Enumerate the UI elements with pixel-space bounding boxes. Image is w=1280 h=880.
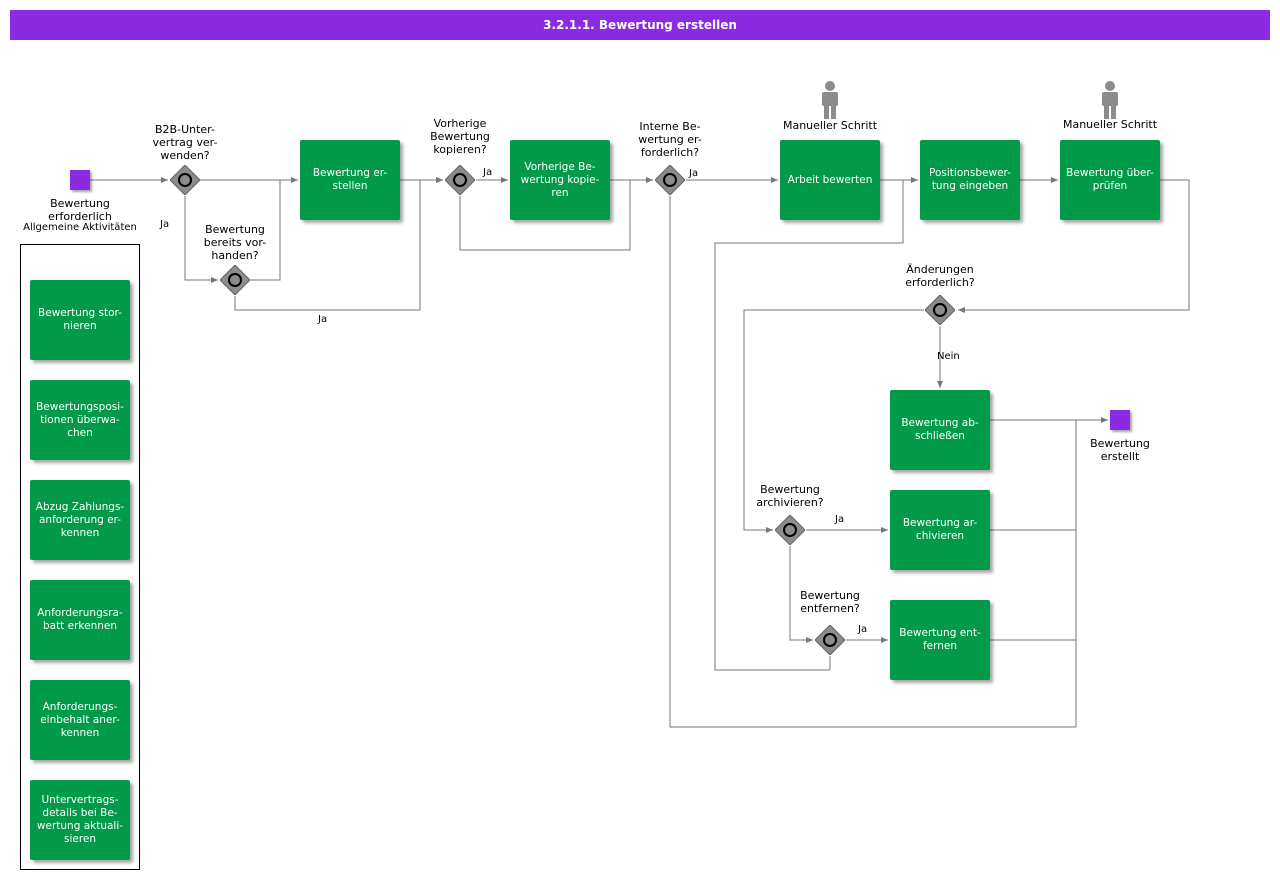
person-icon xyxy=(822,81,838,119)
end-event xyxy=(1110,410,1130,430)
gateway-bereits-label: Bewertung bereits vor-handen? xyxy=(203,223,267,262)
task-positionsbewertung-eingeben[interactable]: Positionsbewer-tung eingeben xyxy=(920,140,1020,220)
flow-kopieren-bypass xyxy=(459,180,631,251)
group-task[interactable]: Abzug Zahlungs-anforderung er-kennen xyxy=(30,480,130,560)
edge-label-ja-archivieren: Ja xyxy=(835,514,845,525)
gateway-bereits xyxy=(220,265,250,295)
gateway-kopieren-label: Vorherige Bewertung kopieren? xyxy=(430,117,490,156)
task-bewertung-erstellen[interactable]: Bewertung er-stellen xyxy=(300,140,400,220)
task-vorherige-bewertung-kopieren[interactable]: Vorherige Be-wertung kopie-ren xyxy=(510,140,610,220)
flow-archivieren-entfernen xyxy=(789,546,813,643)
edge-label-ja-kopieren: Ja xyxy=(483,167,493,178)
start-event xyxy=(70,170,90,190)
group-task[interactable]: Untervertrags-details bei Be-wertung akt… xyxy=(30,780,130,860)
edge-label-nein: Nein xyxy=(937,351,960,362)
group-task[interactable]: Anforderungsra-batt erkennen xyxy=(30,580,130,660)
group-label: Allgemeine Aktivitäten xyxy=(23,222,137,233)
gateway-archivieren-label: Bewertung archivieren? xyxy=(756,483,824,509)
gateway-intern xyxy=(655,165,685,195)
group-task[interactable]: Anforderungs-einbehalt aner-kennen xyxy=(30,680,130,760)
flow-b2b-bereits xyxy=(184,196,218,283)
edge-label-ja-entfernen: Ja xyxy=(858,624,868,635)
task-bewertung-ueberpruefen[interactable]: Bewertung über-prüfen xyxy=(1060,140,1160,220)
group-box xyxy=(20,244,140,870)
gateway-entfernen xyxy=(815,625,845,655)
diagram-title: 3.2.1.1. Bewertung erstellen xyxy=(10,10,1270,40)
flow-aenderungen-archivieren xyxy=(743,309,924,533)
edge-label-ja-intern: Ja xyxy=(689,168,699,179)
gateway-intern-label: Interne Be-wertung er-forderlich? xyxy=(638,120,702,159)
gateway-aenderungen-label: Änderungen erforderlich? xyxy=(905,263,975,289)
gateway-kopieren xyxy=(445,165,475,195)
edge-label-ja-b2b: Ja xyxy=(160,219,170,230)
manual-step-label: Manueller Schritt xyxy=(1062,118,1158,131)
group-task[interactable]: Bewertung stor-nieren xyxy=(30,280,130,360)
gateway-b2b-label: B2B-Unter-vertrag ver-wenden? xyxy=(152,123,218,162)
flow-loop-position xyxy=(714,180,904,671)
edge-label-ja-bereits: Ja xyxy=(318,314,328,325)
flow-pruefen-aenderungen xyxy=(958,179,1190,313)
task-arbeit-bewerten[interactable]: Arbeit bewerten xyxy=(780,140,880,220)
task-bewertung-archivieren[interactable]: Bewertung ar-chivieren xyxy=(890,490,990,570)
person-icon xyxy=(1102,81,1118,119)
flow-bereits-erstellen xyxy=(250,180,281,281)
task-bewertung-entfernen[interactable]: Bewertung ent-fernen xyxy=(890,600,990,680)
gateway-entfernen-label: Bewertung entfernen? xyxy=(800,589,860,615)
start-event-label: Bewertung erforderlich xyxy=(48,197,112,223)
gateway-archivieren xyxy=(775,515,805,545)
manual-step-label: Manueller Schritt xyxy=(782,119,878,132)
flow-intern-bypass xyxy=(669,196,1077,728)
gateway-b2b xyxy=(170,165,200,195)
gateway-aenderungen xyxy=(925,295,955,325)
task-bewertung-abschliessen[interactable]: Bewertung ab-schließen xyxy=(890,390,990,470)
end-event-label: Bewertung erstellt xyxy=(1090,437,1150,463)
group-task[interactable]: Bewertungsposi-tionen überwa-chen xyxy=(30,380,130,460)
